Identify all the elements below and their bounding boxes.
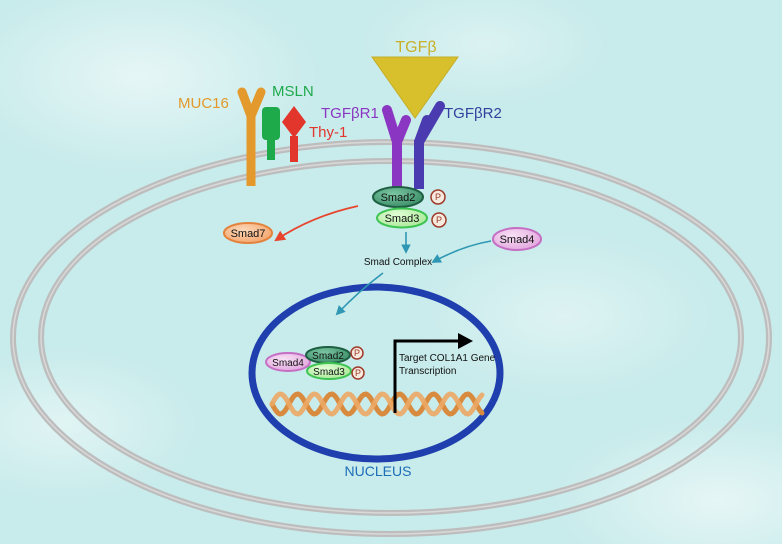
smad7-oval [223,222,273,244]
nuclear-envelope [248,283,504,463]
smad3-nucleus: Smad3 [306,362,352,380]
tgfbr2-label: TGFβR2 [444,105,502,122]
smad3-cytoplasm: Smad3 [376,207,428,229]
smad4-cytoplasm: Smad4 [492,227,542,251]
smad2-nucleus: Smad2 [305,346,351,364]
msln-protein [262,107,280,160]
dna-strand [269,391,485,417]
muc16-arm-right [246,87,266,121]
smad3-oval [306,362,352,380]
transcription-label-line2: Transcription [399,366,456,377]
cell-membrane-outer-highlight [12,141,770,535]
tgfbr1-arm-right [392,115,411,147]
phospho-badge: P [430,189,446,205]
tgfbr1-receptor [382,105,411,189]
dna-helix [269,391,485,417]
smad2-oval [372,186,424,208]
phospho-badge: P [351,366,365,380]
msln-label: MSLN [272,83,314,100]
smad4-oval [265,352,311,372]
cell-membrane-inner-highlight [40,160,742,514]
thy1-protein [282,106,306,162]
tgfbr2-receptor [414,101,445,189]
phospho-circle [351,366,365,380]
inhibition-arrow [274,205,359,242]
phospho-badge: P [431,212,447,228]
smad2-label: Smad2 [312,351,344,362]
muc16-protein [237,87,266,186]
phospho-label: P [355,368,361,378]
tgfbr1-label: TGFβR1 [321,105,379,122]
msln-stem [267,138,275,160]
tgfb-ligand [371,56,459,119]
tgfbr2-arm-right [414,101,445,147]
phospho-label: P [354,348,360,358]
transcription-label-line1: Target COL1A1 Gene [399,353,496,364]
thy1-stem [290,136,298,162]
thy1-head [282,106,306,138]
phospho-badge: P [350,346,364,360]
phospho-label: P [435,192,441,202]
phospho-circle [430,189,446,205]
muc16-label: MUC16 [178,95,229,112]
smad4-recruit-arrow [431,240,492,263]
smad4-label: Smad4 [272,358,304,369]
transcription-arrow [393,339,460,413]
smad7-protein: Smad7 [223,222,273,244]
smad4-nucleus: Smad4 [265,352,311,372]
nucleus-label: NUCLEUS [345,463,412,479]
smad4-label: Smad4 [500,234,535,246]
msln-head [262,107,280,140]
phospho-circle [431,212,447,228]
smad3-oval [376,207,428,229]
nuclear-translocation-arrow [335,272,384,316]
smad7-label: Smad7 [231,228,266,240]
smad2-cytoplasm: Smad2 [372,186,424,208]
smad2-label: Smad2 [381,192,416,204]
smad4-oval [492,227,542,251]
smad3-label: Smad3 [385,213,420,225]
tgfb-label: TGFβ [395,39,436,56]
transcription-arrowhead [458,333,473,349]
smad-complex-label: Smad Complex [364,257,432,268]
phospho-label: P [436,215,442,225]
smad3-label: Smad3 [313,367,345,378]
thy1-label: Thy-1 [309,124,347,141]
phospho-circle [350,346,364,360]
